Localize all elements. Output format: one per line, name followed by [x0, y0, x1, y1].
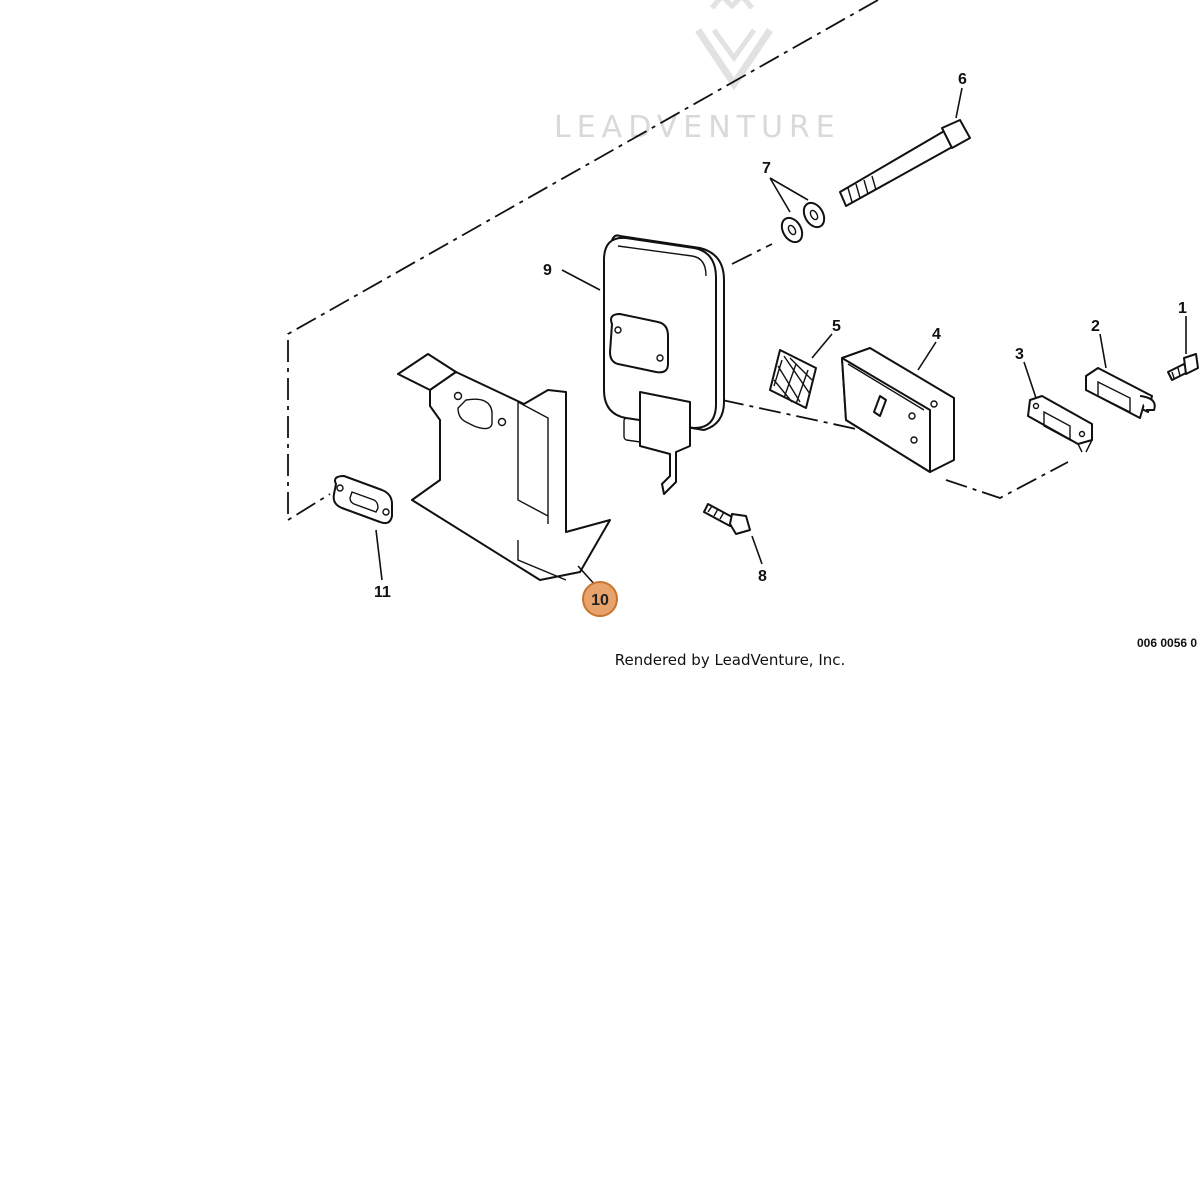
- callout-10-highlight[interactable]: 10: [582, 581, 618, 617]
- callout-4: 4: [932, 326, 941, 343]
- callout-6: 6: [958, 71, 967, 88]
- part-8-bolt: [703, 503, 751, 535]
- callout-9: 9: [543, 262, 552, 279]
- callout-5: 5: [832, 318, 841, 335]
- part-11-gasket: [332, 475, 393, 525]
- part-10-heat-shield: [397, 353, 611, 581]
- part-3-plate: [1027, 395, 1093, 453]
- callout-2: 2: [1091, 318, 1100, 335]
- callout-11: 11: [374, 584, 391, 601]
- part-4-cover: [841, 347, 955, 473]
- part-1-screw: [1167, 353, 1199, 381]
- callout-10: 10: [591, 592, 609, 609]
- leader-lines: [375, 87, 1187, 587]
- callout-8: 8: [758, 568, 767, 585]
- diagram-code: 006 0056 0: [1137, 636, 1197, 650]
- assembly-lines: [287, 0, 1069, 522]
- watermark-text: LEADVENTURE: [554, 110, 841, 145]
- part-9-muffler: [603, 234, 725, 495]
- part-7-washers: [780, 201, 826, 244]
- part-6-bolt: [839, 119, 971, 207]
- watermark-logo: LEADVENTURE: [554, 0, 841, 145]
- part-5-screen: [769, 349, 817, 409]
- part-2-deflector: [1085, 367, 1156, 419]
- callout-7: 7: [762, 160, 771, 177]
- render-credit: Rendered by LeadVenture, Inc.: [615, 651, 846, 669]
- callout-1: 1: [1178, 300, 1187, 317]
- callout-3: 3: [1015, 346, 1024, 363]
